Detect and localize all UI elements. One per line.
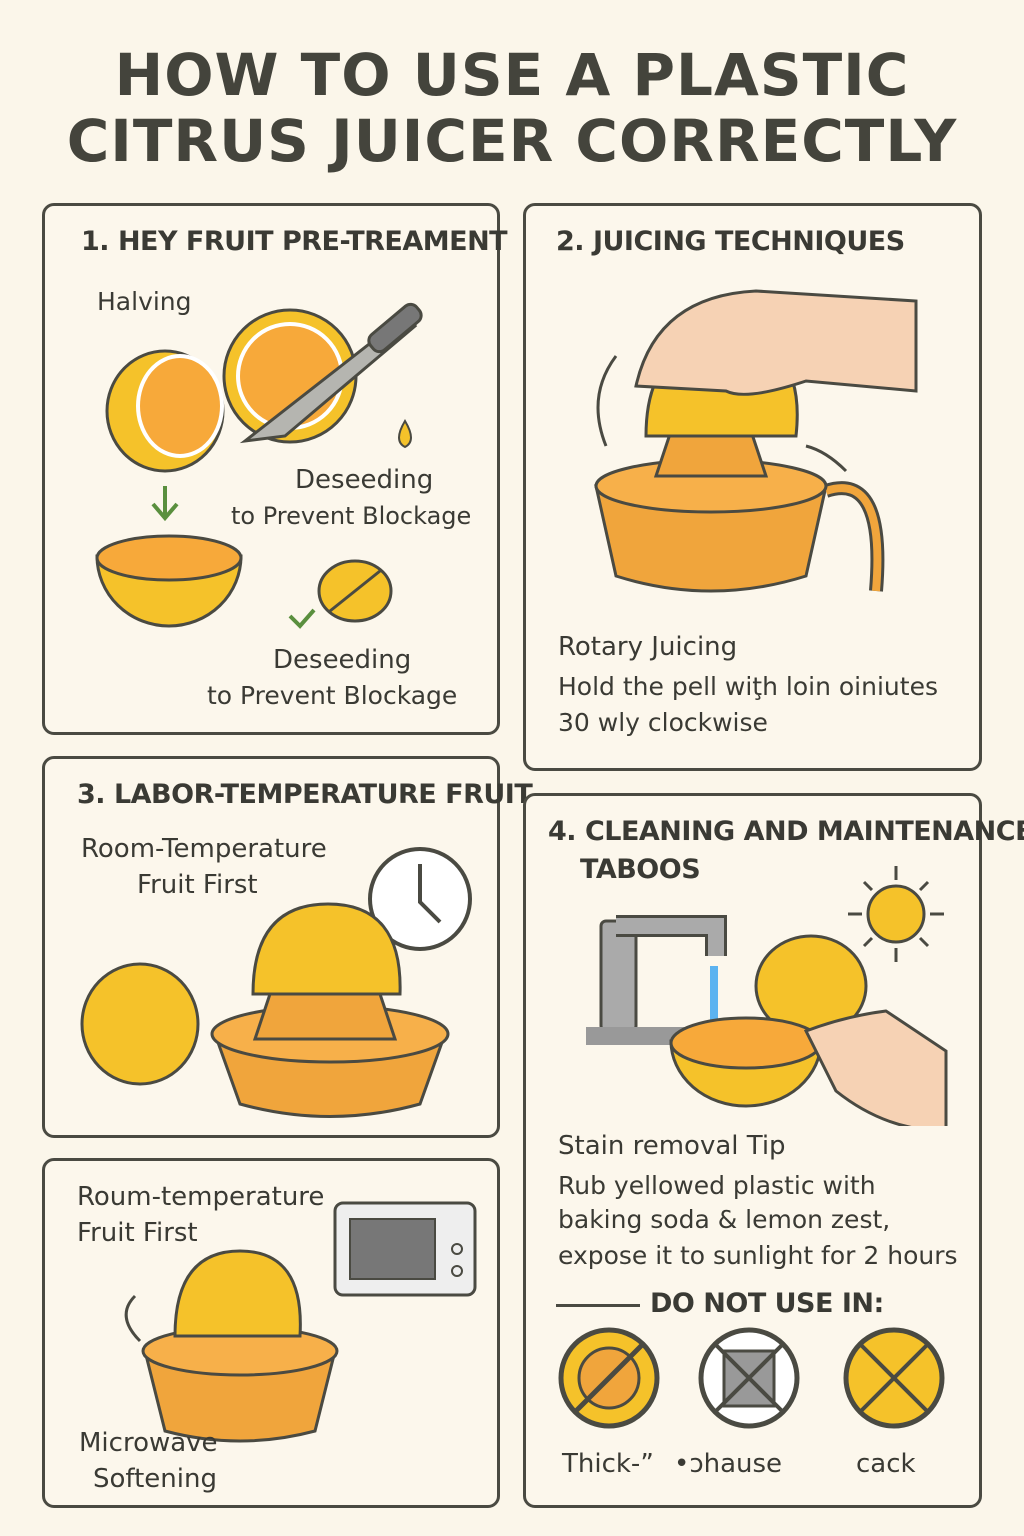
- instruction-line-1: Hold the pell wiţh loin oiniutes: [558, 672, 938, 701]
- clock-icon: [368, 847, 472, 951]
- prohibition-icons: [558, 1327, 945, 1429]
- no-microwave-icon: [698, 1327, 800, 1429]
- rotate-arrow-icon: [124, 1294, 142, 1343]
- prohibition-label-1: Thick-”: [562, 1449, 654, 1479]
- no-dishwasher-icon: [558, 1327, 660, 1429]
- panel-cleaning-maintenance: 4. CLEANING AND MAINTENANCE TABOOS Stain…: [523, 793, 1024, 1508]
- juicer-half-icon: [669, 1016, 823, 1108]
- hand-icon: [634, 289, 918, 396]
- title-line-2: CITRUS JUICER CORRECTLY: [66, 107, 958, 175]
- prohibition-label-3: cack: [856, 1449, 916, 1479]
- lemon-half-icon: [105, 349, 225, 473]
- fruit-first-label: Fruit First: [77, 1218, 198, 1248]
- rotate-arrow-icon-2: [805, 444, 848, 473]
- panel-room-temperature: 3. LABOR-TEMPERATURE FRUIT Room-Temperat…: [42, 756, 533, 1138]
- deseeding-label-2: Deseeding: [273, 645, 412, 675]
- deseeding-caption-1: to Prevent Blockage: [231, 502, 472, 530]
- panel-microwave-softening: Roum-temperature Fruit First Microwave S…: [42, 1158, 500, 1508]
- hand-icon: [803, 1009, 948, 1126]
- room-temp-label: Room-Temperature: [81, 834, 327, 864]
- room-temp-label: Roum-temperature: [77, 1182, 325, 1212]
- whole-lemon-icon: [80, 962, 200, 1086]
- juice-drop-icon: [398, 419, 412, 449]
- rotary-juicing-illustration: [594, 289, 918, 593]
- halving-label: Halving: [97, 287, 192, 316]
- panel-heading: 2. JUICING TECHNIQUES: [556, 226, 905, 257]
- page-title: HOW TO USE A PLASTIC CITRUS JUICER CORRE…: [0, 42, 1024, 174]
- check-icon: [288, 608, 316, 629]
- faucet-icon: [599, 915, 727, 1033]
- stain-tip-label: Stain removal Tip: [558, 1131, 786, 1161]
- knife-icon: [239, 302, 423, 444]
- juicer-icon: [210, 902, 450, 1118]
- tip-line-3: expose it to sunlight for 2 hours: [558, 1241, 958, 1270]
- microwave-icon: [333, 1201, 477, 1297]
- down-arrow-icon: [151, 486, 179, 522]
- instruction-line-2: 30 wly clockwise: [558, 708, 768, 737]
- microwave-illustration: [124, 1201, 477, 1443]
- do-not-use-heading: DO NOT USE IN:: [650, 1288, 884, 1319]
- divider: [556, 1304, 640, 1307]
- small-lemon-icon: [317, 559, 393, 623]
- panel-heading: 1. HEY FRUIT PRE-TREAMENT: [81, 226, 508, 257]
- tip-line-2: baking soda & lemon zest,: [558, 1205, 891, 1234]
- juicer-icon: [141, 1249, 339, 1443]
- panel-juicing-techniques: 2. JUICING TECHNIQUES Rotary Juicing Hol…: [523, 203, 982, 771]
- sun-icon: [848, 866, 944, 962]
- microwave-label: Microwave: [79, 1428, 218, 1458]
- prohibition-label-2: •ɔhause: [674, 1449, 783, 1479]
- title-line-1: HOW TO USE A PLASTIC: [114, 41, 910, 109]
- deseeding-caption-2: to Prevent Blockage: [207, 681, 458, 710]
- panel-heading: 3. LABOR-TEMPERATURE FRUIT: [77, 779, 533, 810]
- fruit-first-label: Fruit First: [137, 870, 258, 900]
- no-heat-icon: [843, 1327, 945, 1429]
- washing-illustration: [586, 866, 948, 1126]
- softening-label: Softening: [93, 1464, 217, 1494]
- room-temp-illustration: [80, 847, 472, 1118]
- deseeding-label-1: Deseeding: [295, 465, 434, 495]
- juicer-icon: [594, 414, 885, 593]
- panel-heading-2: TABOOS: [580, 854, 701, 885]
- tip-line-1: Rub yellowed plastic with: [558, 1171, 876, 1200]
- lemon-halving-illustration: [95, 302, 423, 629]
- rotate-arrow-icon: [596, 355, 618, 447]
- panel-heading: 4. CLEANING AND MAINTENANCE: [548, 816, 1024, 847]
- lemon-bowl-icon: [95, 534, 243, 628]
- panel-fruit-pretreatment: 1. HEY FRUIT PRE-TREAMENT Halving Deseed…: [42, 203, 508, 735]
- rotary-juicing-label: Rotary Juicing: [558, 632, 738, 662]
